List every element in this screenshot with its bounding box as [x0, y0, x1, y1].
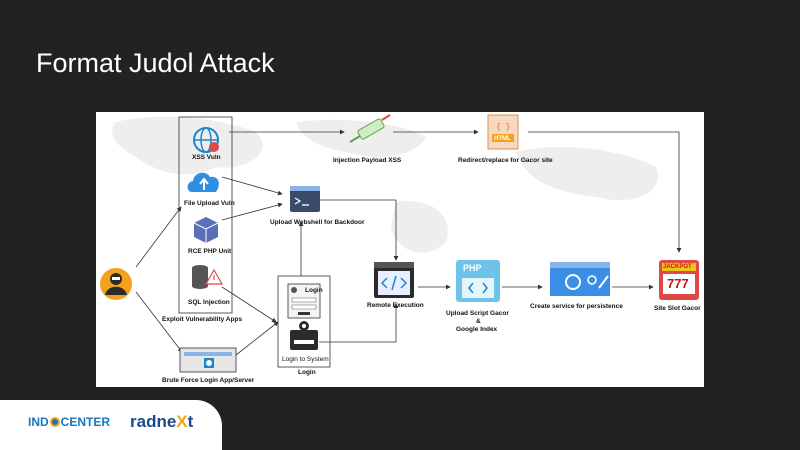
label-brute-force: Brute Force Login App/Server — [162, 377, 255, 384]
indocenter-logo-part1: IND — [28, 415, 49, 429]
label-create-service: Create service for persistence — [530, 303, 623, 310]
cube-icon — [193, 217, 219, 243]
exploit-group-box — [178, 116, 233, 314]
label-upload-script-2: & — [476, 318, 481, 325]
label-sql-injection: SQL Injection — [188, 299, 230, 306]
code-window-icon — [374, 262, 414, 298]
label-login-caption: Login — [298, 369, 316, 376]
label-sevens: 777 — [667, 276, 689, 291]
label-login-form: Login — [305, 287, 323, 294]
attack-diagram: { } — [96, 112, 704, 387]
indocenter-dot-icon — [49, 417, 60, 427]
cloud-upload-icon — [187, 172, 219, 192]
slide-title: Format Judol Attack — [36, 48, 275, 78]
label-html-badge: HTML — [494, 136, 511, 142]
label-php-badge: PHP — [463, 263, 482, 273]
php-file-icon — [456, 260, 500, 302]
indocenter-logo: IND CENTER — [28, 415, 110, 429]
svg-text:{ }: { } — [496, 123, 510, 132]
radnext-logo-part1: radne — [130, 412, 177, 431]
brute-force-icon — [179, 347, 237, 373]
terminal-icon — [290, 186, 320, 212]
settings-window-icon — [550, 262, 610, 296]
attacker-icon — [100, 268, 132, 300]
diagram-canvas: { } — [100, 114, 699, 373]
flow-arrows — [135, 129, 682, 356]
radnext-logo-x: X — [176, 412, 188, 431]
label-upload-script-1: Upload Script Gacor — [446, 310, 509, 317]
label-upload-script-3: Google Index — [456, 326, 498, 333]
globe-icon — [193, 127, 219, 153]
indocenter-logo-part2: CENTER — [60, 415, 111, 429]
label-remote-execution: Remote Execution — [367, 302, 424, 309]
label-rce-php-unit: RCE PHP Unit — [188, 248, 232, 255]
label-injection-xss: Injection Payload XSS — [333, 157, 402, 164]
label-redirect: Redirect/replace for Gacor site — [458, 157, 553, 164]
label-jackpot: JACKPOT — [663, 264, 692, 270]
login-form-icon — [287, 283, 321, 319]
label-webshell: Upload Webshell for Backdoor — [270, 219, 365, 226]
login-group-box — [277, 275, 331, 368]
html-file-icon: { } — [487, 114, 519, 150]
label-login-system: Login to System — [282, 356, 329, 363]
label-file-upload-vuln: File Upload Vuln — [184, 200, 235, 207]
footer-logo-tab — [0, 400, 222, 450]
label-exploit-group: Exploit Vulnerability Apps — [162, 316, 243, 323]
label-xss-vuln: XSS Vuln — [192, 154, 221, 161]
syringe-icon — [349, 114, 391, 143]
database-icon — [192, 265, 224, 289]
radnext-logo: radneXt — [130, 412, 193, 432]
slot-machine-icon — [659, 260, 699, 300]
login-system-icon — [290, 321, 318, 350]
label-site-slot: Site Slot Gacor — [654, 305, 701, 312]
radnext-logo-part3: t — [187, 412, 194, 431]
world-map-background — [112, 116, 658, 253]
